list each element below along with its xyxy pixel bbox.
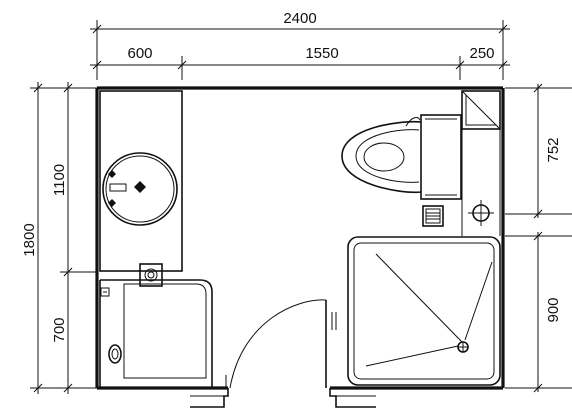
left-cubicle: [99, 279, 213, 388]
dim-left-total: 1800: [21, 223, 38, 256]
toilet-bowl-icon: [341, 117, 422, 194]
faucet-icon: [108, 170, 146, 207]
dim-left-upper: 1100: [51, 164, 68, 196]
door-swing: [225, 299, 337, 389]
right-dimension-lines: [505, 83, 572, 393]
dim-top-mid: 1550: [305, 45, 338, 62]
dim-right-upper: 752: [545, 137, 562, 162]
corner-shelf: [461, 90, 501, 236]
sink-basin-icon: [102, 152, 178, 226]
shower-tray: [347, 236, 501, 386]
left-dimension-lines: [30, 82, 97, 394]
dim-right-lower: 900: [545, 297, 562, 322]
vanity-counter: [99, 90, 183, 272]
dim-left-lower: 700: [51, 317, 68, 342]
top-dimension-lines: [90, 20, 510, 80]
outer-walls: [95, 86, 505, 390]
door-frame-left: [190, 388, 229, 408]
floor-drain-small-icon: [139, 263, 163, 287]
wall-hook-icon: [100, 287, 110, 297]
shower-drain-icon: [457, 341, 469, 353]
soap-dish-icon: [108, 344, 122, 364]
dim-top-total: 2400: [283, 10, 316, 27]
door-frame-right: [329, 388, 376, 408]
toilet-tank: [420, 114, 462, 200]
dim-top-right: 250: [469, 45, 494, 62]
water-valve-icon: [468, 200, 494, 226]
floor-drain-icon: [422, 205, 444, 227]
dim-top-left: 600: [127, 45, 152, 62]
